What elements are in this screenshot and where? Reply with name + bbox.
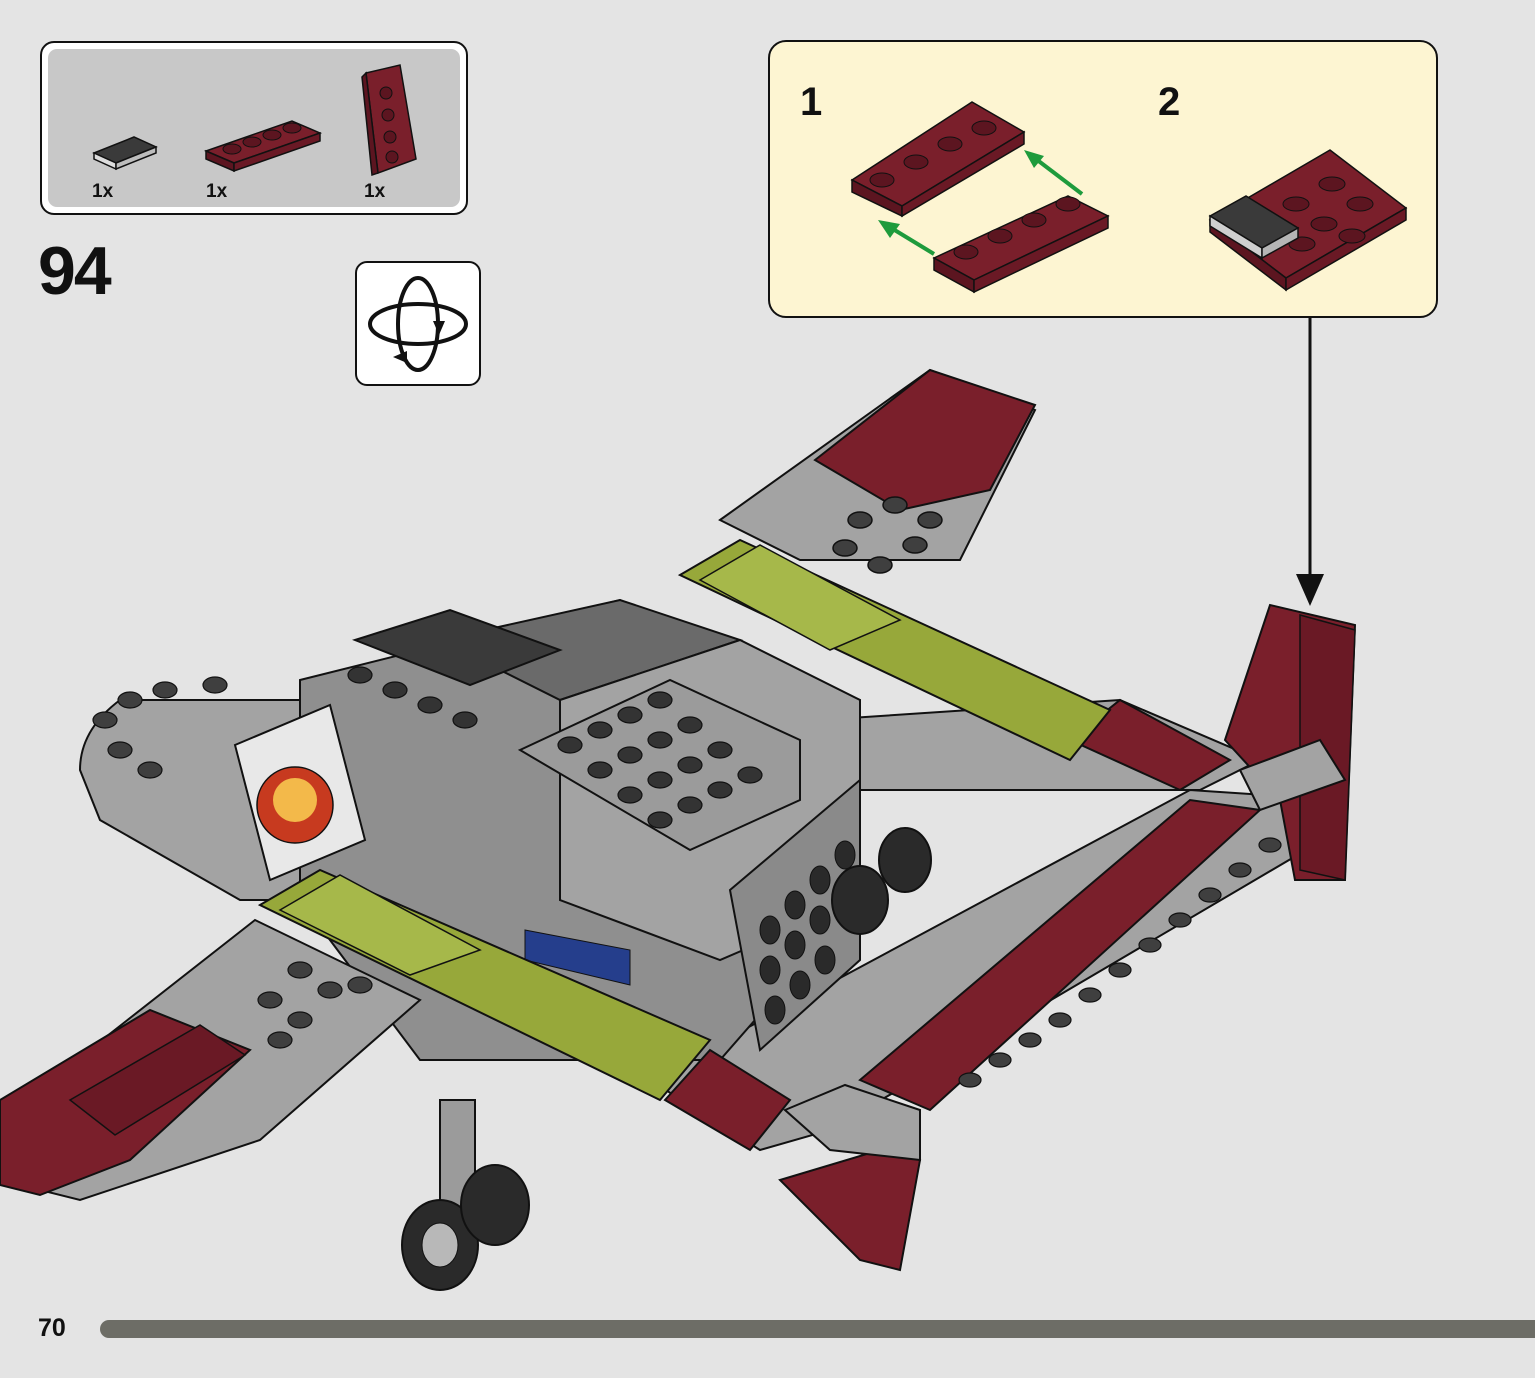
model-illustration <box>0 368 1357 1291</box>
part-dark-red-wedge <box>361 64 417 177</box>
page-number: 70 <box>38 1314 66 1342</box>
parts-list-panel: 1x 1x 1x <box>40 41 468 215</box>
substep-1-illustration <box>850 101 1110 294</box>
part-3-quantity: 1x <box>364 181 386 202</box>
rotate-model-icon <box>368 276 468 372</box>
part-2-quantity: 1x <box>206 181 228 202</box>
part-1-quantity: 1x <box>92 181 114 202</box>
sub-assembly-callout: 1 2 <box>768 40 1438 318</box>
page-progress-bar <box>100 1320 1535 1338</box>
substep-2-illustration <box>1208 149 1408 292</box>
step-number: 94 <box>38 233 112 309</box>
part-dark-gray-tile <box>92 136 158 171</box>
part-dark-red-plate <box>203 120 323 173</box>
callout-pointer-arrow <box>1296 318 1324 606</box>
rotate-model-box <box>355 261 481 386</box>
substep-1-number: 1 <box>800 80 823 124</box>
substep-2-number: 2 <box>1158 80 1181 124</box>
